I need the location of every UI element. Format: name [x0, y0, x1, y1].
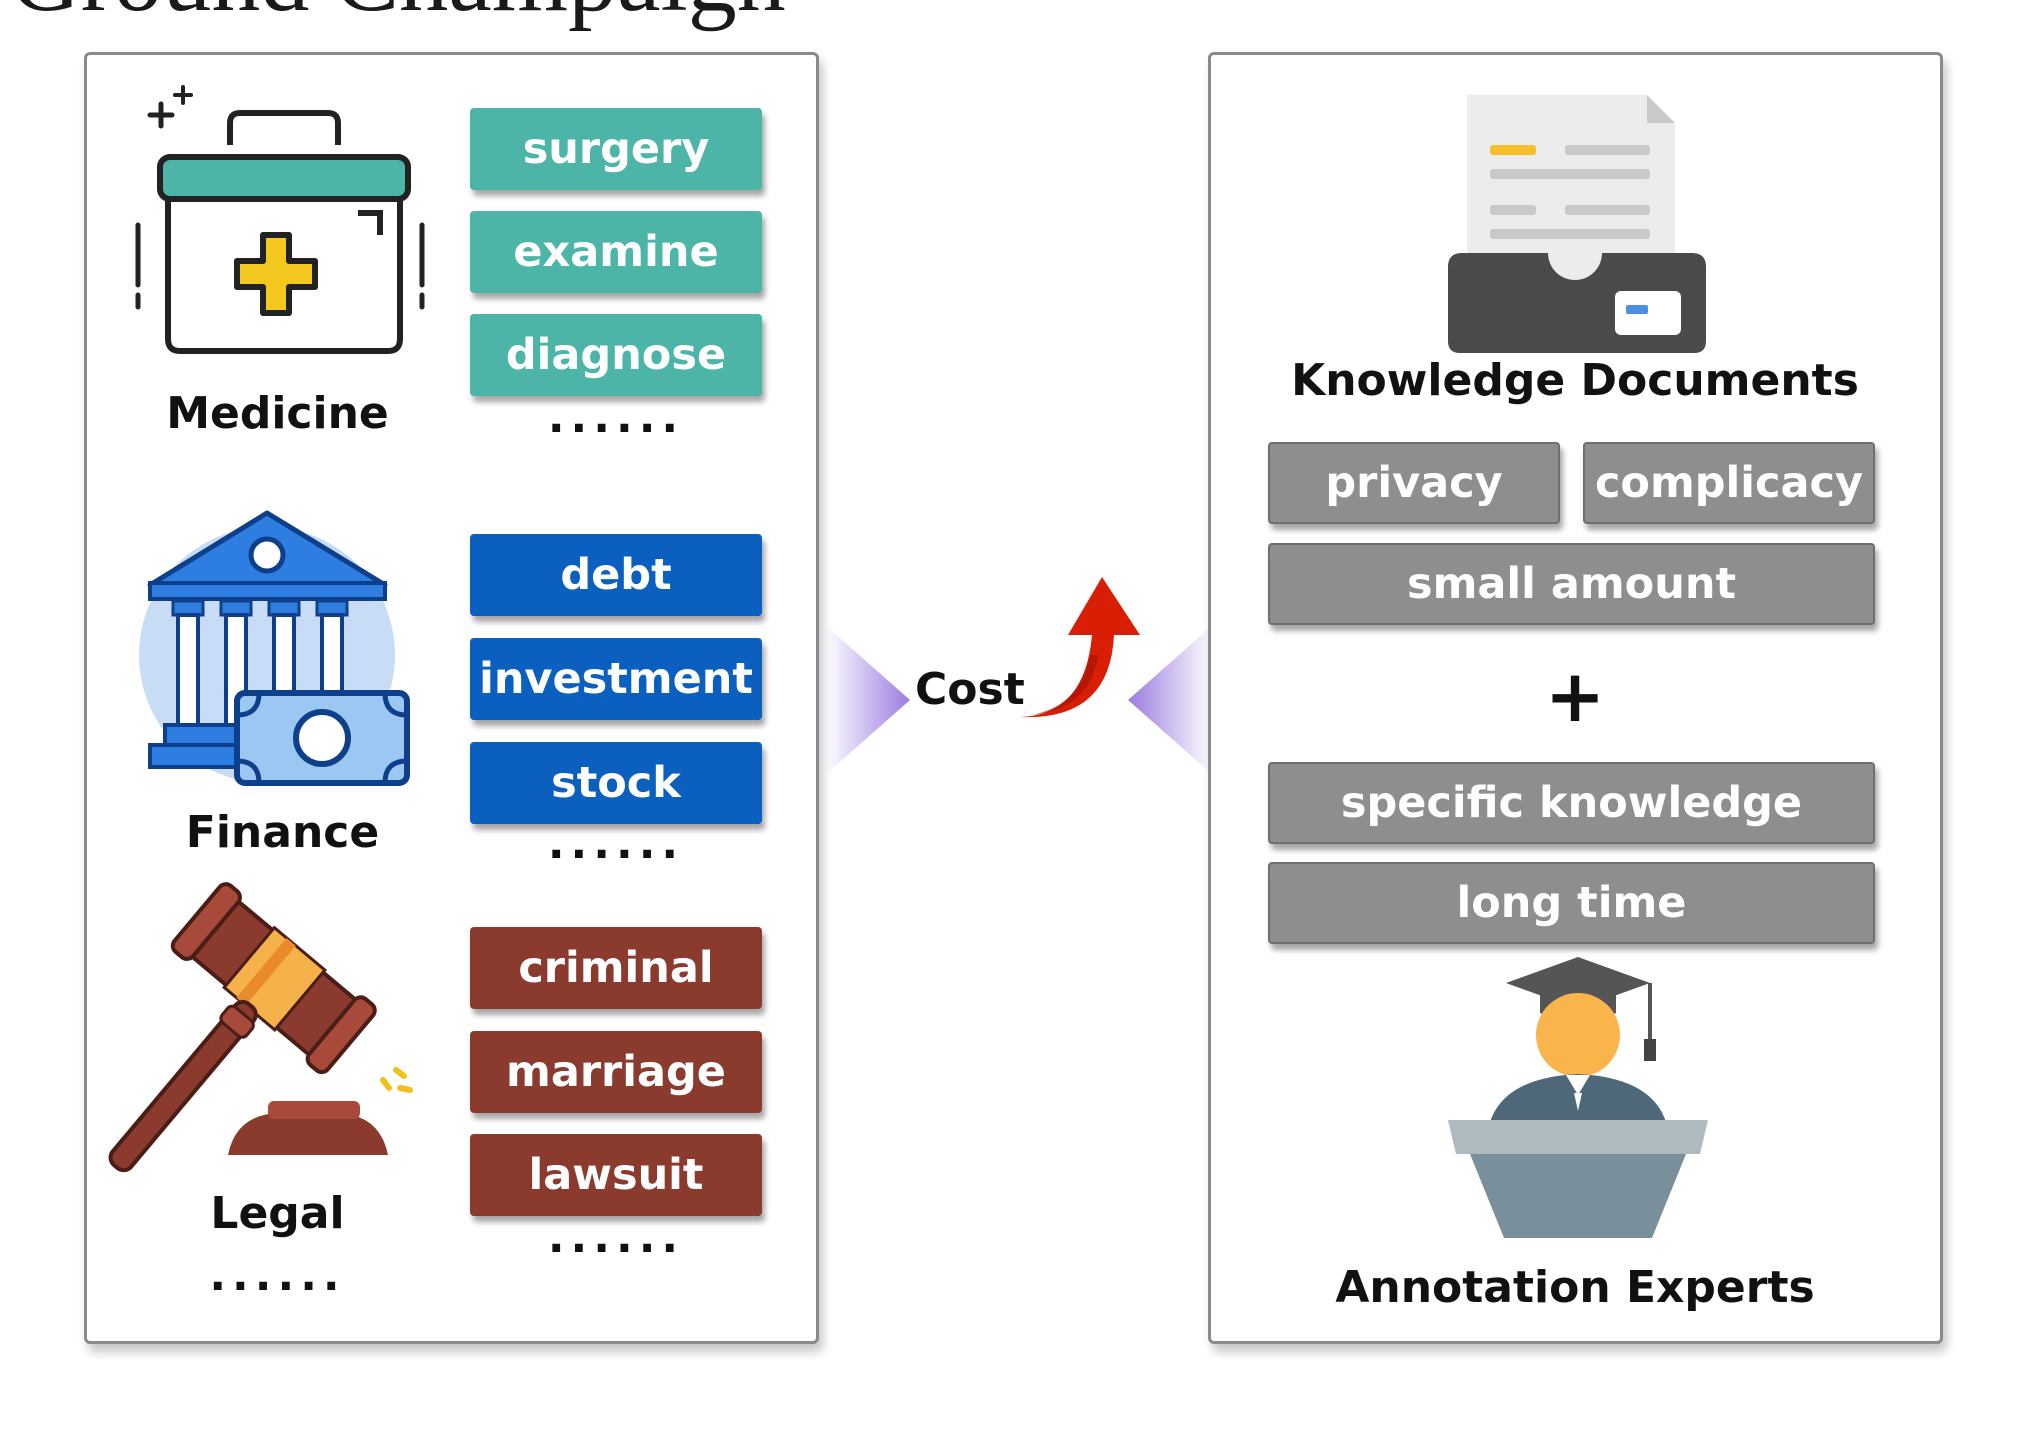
- medicine-more-ellipsis: ......: [547, 392, 685, 443]
- finance-more-ellipsis: ......: [547, 818, 685, 869]
- tag-privacy: privacy: [1268, 442, 1560, 524]
- tag-examine: examine: [470, 211, 762, 293]
- tag-marriage: marriage: [470, 1031, 762, 1113]
- tag-investment: investment: [470, 638, 762, 720]
- document-tray-icon: [1448, 95, 1706, 353]
- plus-sign: +: [1544, 654, 1606, 738]
- left-chevron-icon: [1128, 625, 1213, 775]
- cost-up-arrow-icon: [1020, 577, 1140, 718]
- tag-diagnose: diagnose: [470, 314, 762, 396]
- tag-small-amount: small amount: [1268, 543, 1875, 625]
- tag-debt: debt: [470, 534, 762, 616]
- medical-kit-icon: [135, 85, 425, 354]
- right-chevron-icon: [825, 625, 910, 775]
- legal-label: Legal: [210, 1188, 345, 1239]
- tag-criminal: criminal: [470, 927, 762, 1009]
- legal-more-ellipsis: ......: [547, 1212, 685, 1263]
- annotation-experts-label: Annotation Experts: [1335, 1262, 1815, 1313]
- tag-complicacy: complicacy: [1583, 442, 1875, 524]
- cropped-title: Ground Champaign: [10, 0, 786, 34]
- tag-surgery: surgery: [470, 108, 762, 190]
- bank-icon: [139, 510, 410, 786]
- tag-stock: stock: [470, 742, 762, 824]
- gavel-icon: [108, 882, 413, 1173]
- more-domains-ellipsis: ......: [209, 1250, 346, 1301]
- finance-label: Finance: [185, 807, 380, 858]
- knowledge-documents-label: Knowledge Documents: [1291, 355, 1859, 406]
- medicine-label: Medicine: [166, 388, 389, 439]
- tag-specific-knowledge: specific knowledge: [1268, 762, 1875, 844]
- tag-long-time: long time: [1268, 862, 1875, 944]
- tag-lawsuit: lawsuit: [470, 1134, 762, 1216]
- cost-label: Cost: [915, 664, 1025, 715]
- expert-lectern-icon: [1448, 957, 1708, 1238]
